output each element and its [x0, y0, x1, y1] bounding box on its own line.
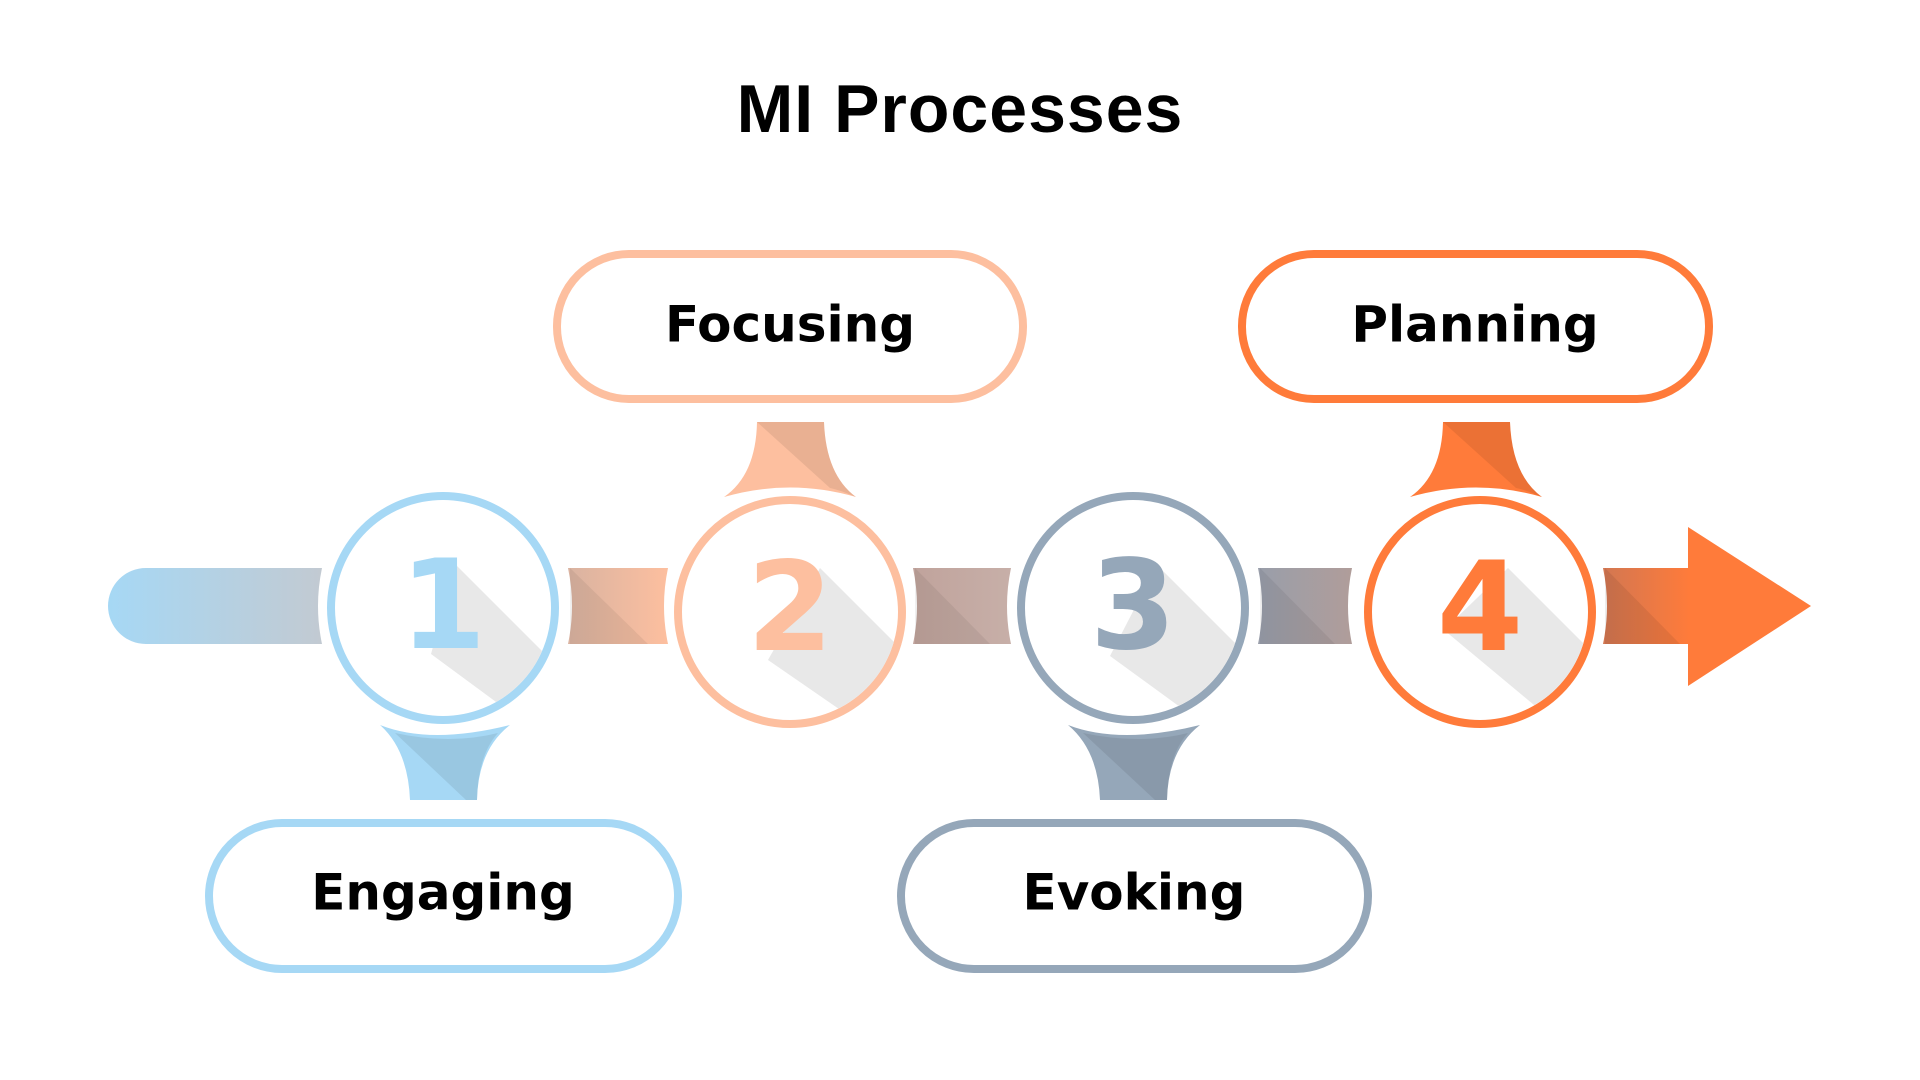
long-shadow: [768, 568, 898, 720]
step-label: Focusing: [665, 296, 915, 354]
step-label: Engaging: [311, 864, 575, 922]
track-connector-3-4-shadow: [1260, 568, 1335, 644]
track-connector-3-4: [1258, 568, 1352, 644]
long-shadow: [1110, 565, 1241, 716]
track-end-shaft-shadow: [1605, 568, 1680, 644]
stem-focusing: [724, 422, 856, 497]
stem-engaging: [380, 725, 510, 800]
step-circle-1: 1: [321, 486, 565, 730]
page-title: MI Processes: [736, 71, 1184, 147]
step-number: 3: [1090, 534, 1176, 678]
step-label: Evoking: [1023, 864, 1246, 922]
arrow-head-icon: [1688, 527, 1811, 686]
long-shadow: [431, 565, 551, 716]
label-pill-engaging[interactable]: Engaging: [205, 819, 682, 973]
step-circle-3: 3: [1011, 486, 1255, 730]
stem-focusing-shade: [757, 422, 856, 497]
track-start-segment: [108, 568, 322, 644]
step-ring: [1017, 492, 1249, 724]
label-pill-planning[interactable]: Planning: [1238, 250, 1713, 403]
step-circle-4: 4: [1358, 490, 1602, 734]
step-number: 4: [1437, 536, 1523, 680]
track-connector-1-2-shadow: [570, 568, 648, 644]
stems: [380, 422, 1542, 800]
timeline-track: [108, 527, 1811, 686]
stem-evoking-shade: [1083, 733, 1188, 800]
stem-planning: [1410, 422, 1542, 497]
track-connector-2-3-shadow: [915, 568, 990, 644]
pill-outline: [897, 819, 1372, 973]
stem-engaging-shade: [395, 733, 498, 800]
pill-outline: [1238, 250, 1713, 403]
label-pill-evoking[interactable]: Evoking: [897, 819, 1372, 973]
track-connector-1-2: [568, 568, 668, 644]
step-number: 2: [747, 536, 833, 680]
step-ring: [674, 496, 906, 728]
step-ring: [1364, 496, 1596, 728]
pill-outline: [205, 819, 682, 973]
stem-evoking: [1068, 725, 1200, 800]
step-number: 1: [400, 534, 486, 678]
stem-planning-shade: [1443, 422, 1542, 497]
track-connector-2-3: [913, 568, 1011, 644]
step-ring: [327, 492, 559, 724]
label-pill-focusing[interactable]: Focusing: [553, 250, 1027, 403]
step-circle-2: 2: [668, 490, 912, 734]
long-shadow: [1444, 568, 1588, 720]
pill-outline: [553, 250, 1027, 403]
track-end-shaft: [1603, 568, 1690, 644]
step-label: Planning: [1351, 296, 1598, 354]
